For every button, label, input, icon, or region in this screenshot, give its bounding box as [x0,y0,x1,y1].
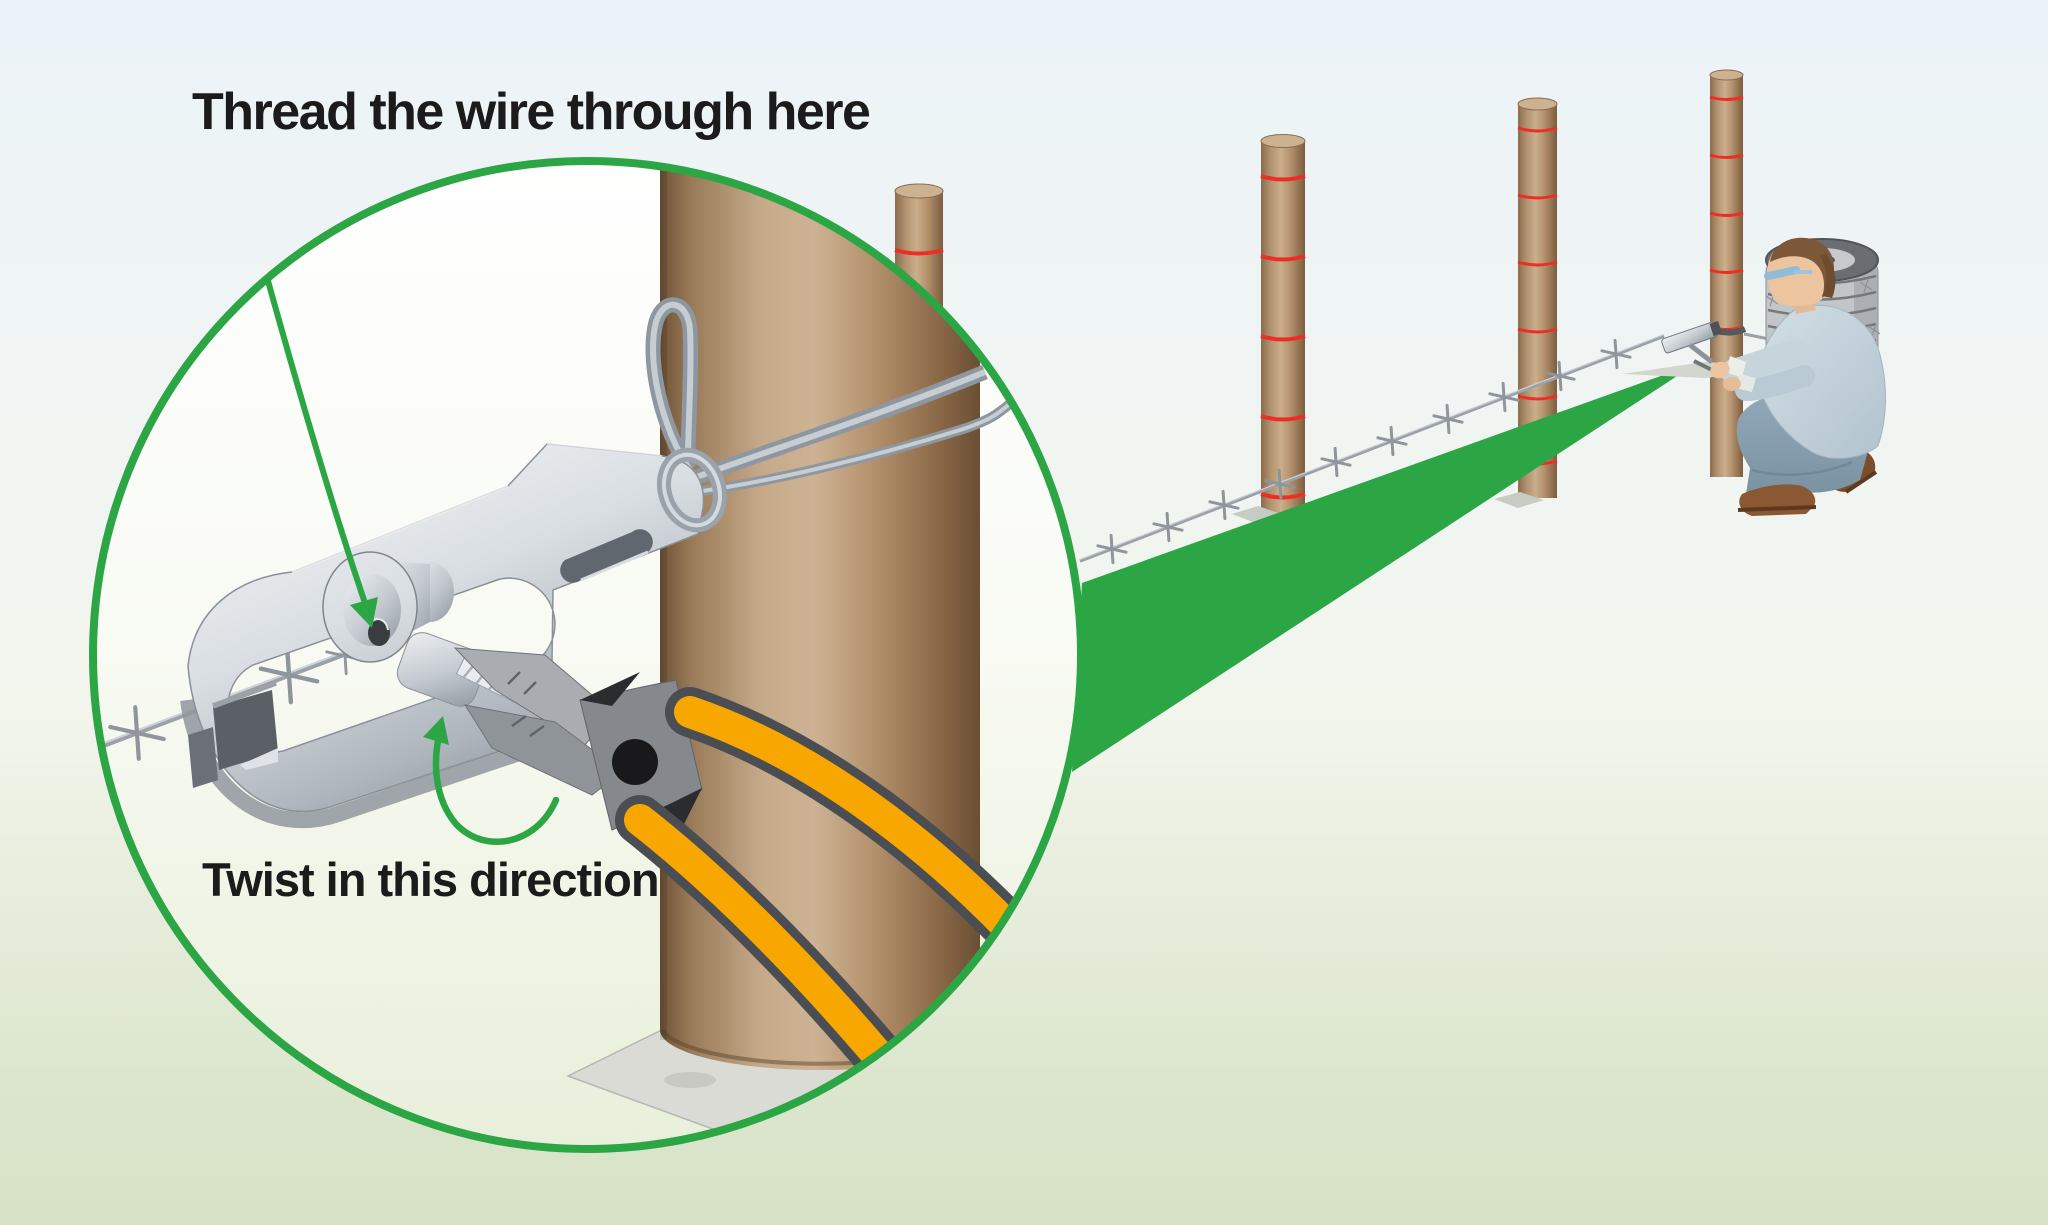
fence-post-2 [1232,134,1306,524]
strainer-spindle [322,551,486,707]
magnified-wire-wrap [645,297,1016,497]
bracket-slot [560,529,653,583]
magnifier-callout-wedge [1072,363,1697,772]
magnifier-ring [89,157,1085,1153]
hand-tool [1688,343,1714,364]
twist-arrow-icon [423,716,560,845]
pliers-pivot [612,739,658,785]
annotation-thread-label: Thread the wire through here [192,83,871,141]
post-base-shadow [1494,492,1544,508]
wire-thread-hole [368,620,390,646]
worker-wrist-band [1736,374,1756,392]
fence-post-4 [1709,69,1744,477]
worker-hand [1723,377,1741,391]
worker-wrist-band [1726,356,1746,378]
safety-glasses-icon [1764,266,1800,280]
post-red-mark [894,248,944,256]
worker-figure [1688,237,1886,516]
barbed-wire-span [1079,333,1665,567]
worker-hand [1710,361,1730,379]
worker-hair [1770,237,1834,298]
magnifier-detail [89,157,1085,1153]
frame-window [213,690,278,770]
annotation-twist-label: Twist in this direction [202,853,660,906]
